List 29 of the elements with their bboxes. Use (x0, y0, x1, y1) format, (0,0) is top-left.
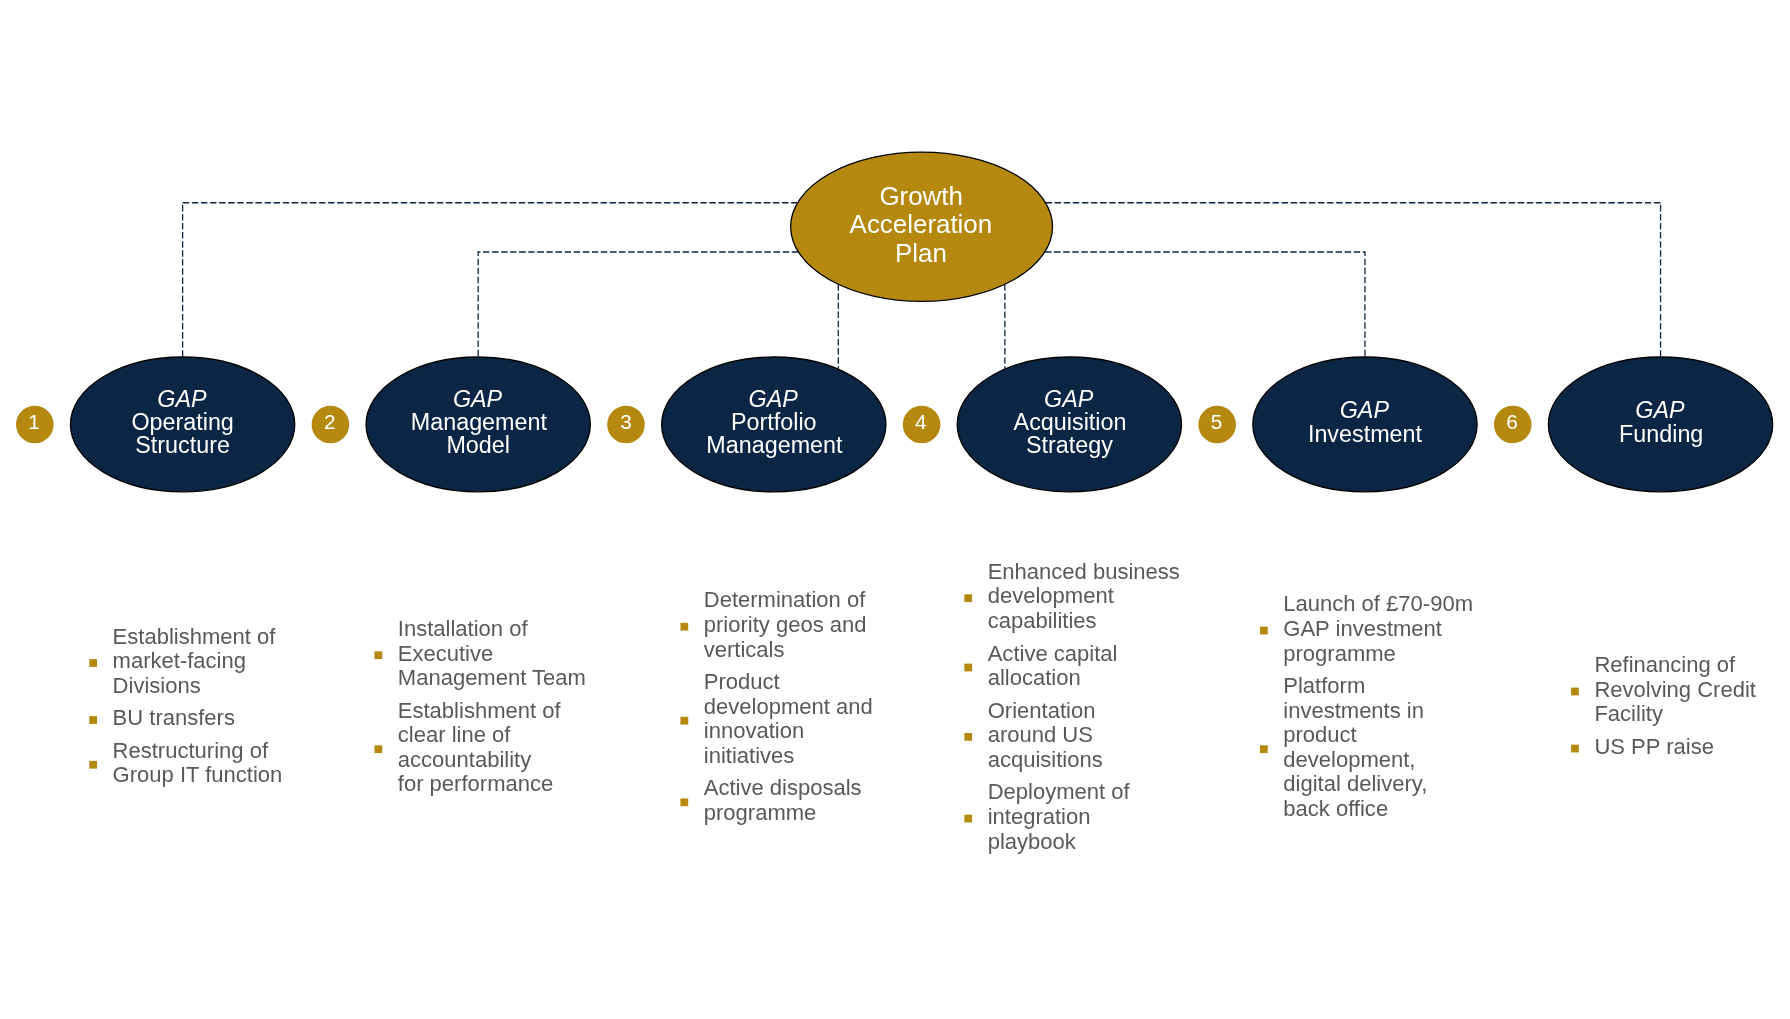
node-label: Active disposals programme (703, 774, 862, 825)
node-label: Enhanced business development capabilities (987, 558, 1180, 633)
node-label: Restructuring of Group IT function (112, 737, 283, 787)
connector (181, 201, 799, 357)
node-label: Deployment of integration playbook (987, 778, 1130, 853)
node-ellipse: GAP Management Model (365, 355, 591, 492)
node-label: Platform investments in product development, digital delivery, back office (1283, 672, 1428, 821)
connector (1045, 201, 1662, 357)
node-ellipse: GAP Funding (1547, 355, 1774, 492)
node-ellipse: GAP Investment (1252, 355, 1478, 492)
node-label: Product development and innovation initiatives (703, 668, 873, 768)
node-ellipse: GAP Portfolio Management (661, 355, 887, 492)
node-label: Installation of Executive Management Team (397, 615, 586, 690)
connector (837, 283, 839, 370)
connector (477, 250, 799, 357)
connector (1004, 283, 1006, 370)
node-label: BU transfers (112, 704, 235, 730)
node-ellipse: Growth Acceleration Plan (790, 151, 1054, 302)
node-ellipse: GAP Acquisition Strategy (956, 355, 1183, 492)
node-label: Refinancing of Revolving Credit Facility (1594, 651, 1756, 726)
node-label: Establishment of clear line of accountability for performance (397, 697, 561, 796)
connector (1044, 250, 1366, 357)
node-label: Determination of priority geos and verticals (703, 586, 867, 662)
node-label: Active capital allocation (987, 640, 1118, 690)
node-label: US PP raise (1594, 733, 1714, 759)
node-label: Establishment of market-facing Divisions (112, 623, 276, 698)
node-ellipse: GAP Operating Structure (69, 355, 296, 492)
node-label: Launch of £70-90m GAP investment programme (1283, 590, 1473, 666)
node-label: Orientation around US acquisitions (987, 697, 1103, 772)
